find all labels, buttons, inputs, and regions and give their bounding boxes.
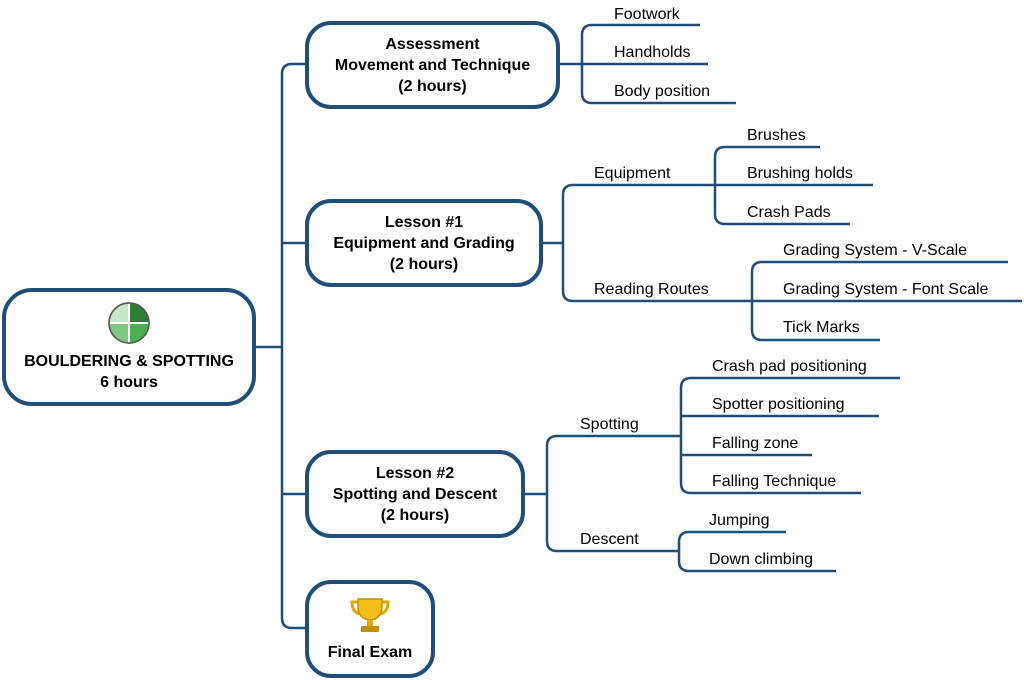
module-duration: (2 hours) xyxy=(380,506,450,524)
root-duration: 6 hours xyxy=(100,374,158,391)
group-label: Spotting xyxy=(580,416,639,433)
connector-descent-topics xyxy=(677,530,836,573)
topic-label: Grading System - Font Scale xyxy=(783,281,989,298)
root-title: BOULDERING & SPOTTING xyxy=(24,353,234,370)
module-title: Assessment xyxy=(385,35,480,53)
topic-label: Crash Pads xyxy=(747,204,831,221)
connector-lesson2-groups xyxy=(545,434,658,553)
module-subtitle: Spotting and Descent xyxy=(332,485,498,503)
module-lesson-2: Lesson #2 Spotting and Descent (2 hours) xyxy=(305,450,525,538)
module-title: Lesson #2 xyxy=(375,464,455,482)
topic-label: Crash pad positioning xyxy=(712,358,867,375)
topic-label: Falling zone xyxy=(712,435,799,452)
topic-label: Brushing holds xyxy=(747,165,853,182)
group-label: Equipment xyxy=(594,165,671,182)
module-duration: (2 hours) xyxy=(398,77,467,95)
pie-chart-icon xyxy=(108,302,150,344)
topic-label: Jumping xyxy=(709,512,770,529)
connector-spotting-topics xyxy=(679,376,900,495)
topic-label: Tick Marks xyxy=(783,319,860,336)
group-label: Reading Routes xyxy=(594,281,709,298)
module-lesson-1: Lesson #1 Equipment and Grading (2 hours… xyxy=(305,199,543,287)
module-title: Lesson #1 xyxy=(384,213,464,231)
connector-trunk xyxy=(280,62,305,630)
connector-lesson1-groups xyxy=(561,183,744,303)
module-title: Final Exam xyxy=(327,643,413,661)
topic-label: Brushes xyxy=(747,127,806,144)
topic-label: Spotter positioning xyxy=(712,396,845,413)
group-label: Descent xyxy=(580,531,639,548)
module-assessment: Assessment Movement and Technique (2 hou… xyxy=(305,21,560,109)
module-subtitle: Equipment and Grading xyxy=(333,234,515,252)
module-final-exam: Final Exam xyxy=(305,580,435,678)
topic-label: Grading System - V-Scale xyxy=(783,242,968,259)
topic-label: Falling Technique xyxy=(712,473,837,490)
module-duration: (2 hours) xyxy=(389,255,459,273)
topic-label: Footwork xyxy=(614,6,680,23)
module-subtitle: Movement and Technique xyxy=(334,56,531,74)
topic-label: Handholds xyxy=(614,44,691,61)
trophy-icon xyxy=(350,597,390,632)
topic-label: Body position xyxy=(614,83,711,100)
root-node: BOULDERING & SPOTTING 6 hours xyxy=(2,288,256,406)
topic-label: Down climbing xyxy=(709,551,814,568)
